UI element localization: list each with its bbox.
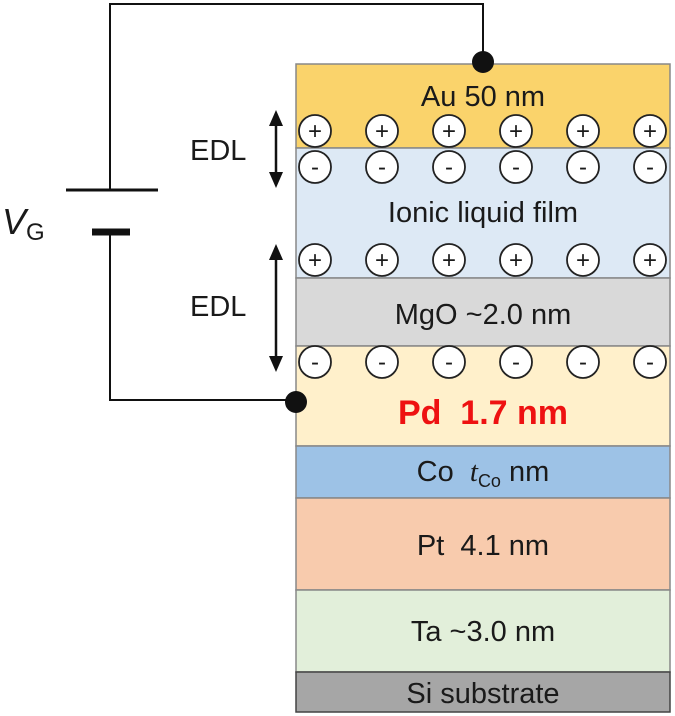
il-top-minus-charge: - bbox=[579, 154, 587, 181]
edl-upper-arrow-down bbox=[269, 172, 283, 188]
pd-minus-charge-circle bbox=[566, 345, 600, 379]
pd-contact-dot bbox=[285, 391, 307, 413]
il-bottom-plus-charge-circle bbox=[365, 243, 399, 277]
au-layer bbox=[295, 63, 671, 149]
pd-minus-charge: - bbox=[378, 349, 386, 376]
il-bottom-plus-charge: + bbox=[375, 247, 389, 274]
ionic-liquid-label: Ionic liquid film bbox=[388, 197, 578, 229]
pd-minus-charge-circle bbox=[499, 345, 533, 379]
pd-minus-charge-circle bbox=[298, 345, 332, 379]
au-plus-charge-circle bbox=[633, 114, 667, 148]
gate-circuit bbox=[109, 3, 484, 401]
au-plus-charge-circle bbox=[566, 114, 600, 148]
il-bottom-plus-charge-circle bbox=[499, 243, 533, 277]
il-top-minus-charge-circle bbox=[633, 150, 667, 184]
au-plus-charge-circle bbox=[365, 114, 399, 148]
co-thickness-sub: Co bbox=[478, 471, 501, 491]
co-unit: nm bbox=[509, 456, 549, 488]
il-top-minus-charge: - bbox=[378, 154, 386, 181]
charges-group: + + + + + + - - - - - - + + + + + + - - - - - - bbox=[298, 114, 667, 379]
pd-minus-charge-circle bbox=[432, 345, 466, 379]
il-top-minus-charge: - bbox=[445, 154, 453, 181]
il-bottom-plus-charge: + bbox=[643, 247, 657, 274]
il-bottom-plus-charge: + bbox=[509, 247, 523, 274]
pt-layer bbox=[295, 497, 671, 591]
au-plus-charge: + bbox=[643, 118, 657, 145]
edl-lower: EDL bbox=[190, 244, 283, 372]
au-plus-charge: + bbox=[509, 118, 523, 145]
au-contact-dot bbox=[472, 51, 494, 73]
edl-upper: EDL bbox=[190, 110, 283, 188]
au-plus-charge: + bbox=[308, 118, 322, 145]
gate-voltage-label: VG bbox=[2, 201, 45, 246]
au-plus-charge-circle bbox=[432, 114, 466, 148]
gate-voltage-subscript: G bbox=[26, 219, 45, 246]
au-plus-charge-circle bbox=[298, 114, 332, 148]
edl-lower-arrow-up bbox=[269, 244, 283, 260]
si-label: Si substrate bbox=[406, 678, 559, 710]
ta-label: Ta ~3.0 nm bbox=[411, 616, 555, 648]
edl-lower-label: EDL bbox=[190, 291, 246, 323]
co-label: Co tCo nm bbox=[417, 456, 550, 491]
pd-minus-charge: - bbox=[579, 349, 587, 376]
pd-minus-charge-circle bbox=[633, 345, 667, 379]
mgo-label: MgO ~2.0 nm bbox=[395, 299, 572, 331]
pd-minus-charge: - bbox=[311, 349, 319, 376]
il-top-minus-charge-circle bbox=[566, 150, 600, 184]
il-top-minus-charge-circle bbox=[365, 150, 399, 184]
pd-minus-charge: - bbox=[512, 349, 520, 376]
il-top-minus-charge: - bbox=[311, 154, 319, 181]
il-bottom-plus-charge-circle bbox=[566, 243, 600, 277]
pd-minus-charge-circle bbox=[365, 345, 399, 379]
pd-minus-charge: - bbox=[445, 349, 453, 376]
il-top-minus-charge-circle bbox=[298, 150, 332, 184]
co-thickness-var: t bbox=[470, 456, 479, 488]
au-plus-charge: + bbox=[375, 118, 389, 145]
pd-minus-charge: - bbox=[646, 349, 654, 376]
layer-stack bbox=[295, 63, 671, 713]
au-label: Au 50 nm bbox=[421, 81, 545, 113]
edl-lower-arrow-down bbox=[269, 356, 283, 372]
mgo-layer bbox=[295, 277, 671, 347]
edl-upper-label: EDL bbox=[190, 135, 246, 167]
gate-voltage-symbol: V bbox=[2, 201, 29, 242]
co-element: Co bbox=[417, 456, 454, 488]
pt-label: Pt 4.1 nm bbox=[417, 530, 549, 562]
pd-layer bbox=[295, 345, 671, 447]
il-bottom-plus-charge-circle bbox=[633, 243, 667, 277]
il-bottom-plus-charge: + bbox=[576, 247, 590, 274]
il-bottom-plus-charge-circle bbox=[432, 243, 466, 277]
il-bottom-plus-charge-circle bbox=[298, 243, 332, 277]
bottom-wire bbox=[109, 232, 296, 401]
edl-upper-arrow-up bbox=[269, 110, 283, 126]
il-top-minus-charge-circle bbox=[432, 150, 466, 184]
il-bottom-plus-charge: + bbox=[442, 247, 456, 274]
au-plus-charge-circle bbox=[499, 114, 533, 148]
il-top-minus-charge: - bbox=[646, 154, 654, 181]
top-wire bbox=[109, 3, 484, 190]
pd-label: Pd 1.7 nm bbox=[398, 394, 568, 432]
il-top-minus-charge-circle bbox=[499, 150, 533, 184]
au-plus-charge: + bbox=[576, 118, 590, 145]
ionic-liquid-layer bbox=[295, 147, 671, 279]
il-top-minus-charge: - bbox=[512, 154, 520, 181]
il-bottom-plus-charge: + bbox=[308, 247, 322, 274]
au-plus-charge: + bbox=[442, 118, 456, 145]
si-layer bbox=[295, 671, 671, 713]
